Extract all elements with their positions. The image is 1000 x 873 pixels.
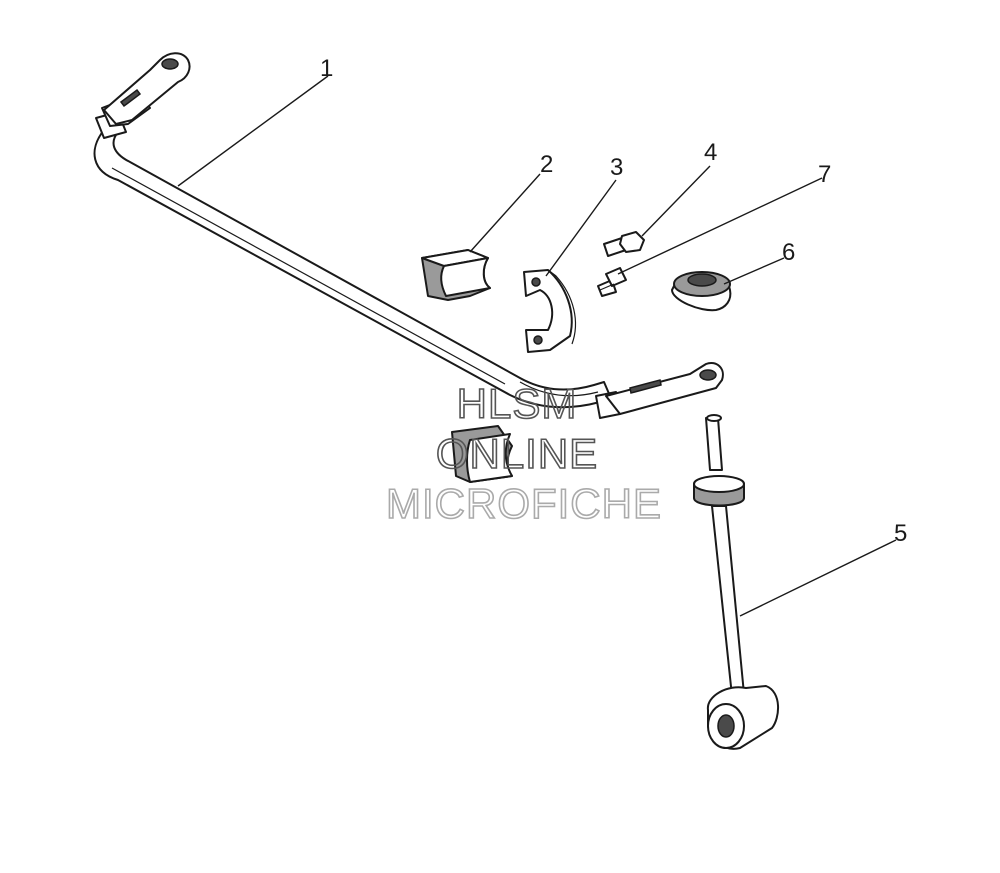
callout-6: 6 bbox=[782, 239, 795, 266]
bushing-upper bbox=[421, 249, 491, 301]
callout-3: 3 bbox=[610, 154, 623, 181]
bushing-lower bbox=[451, 425, 513, 483]
callout-2: 2 bbox=[540, 151, 553, 178]
leader-2 bbox=[469, 173, 541, 253]
watermark-line-3: MICROFICHE bbox=[386, 480, 662, 527]
leader-4 bbox=[641, 165, 711, 237]
leader-lines bbox=[177, 75, 897, 617]
bracket bbox=[523, 269, 577, 353]
leader-6 bbox=[723, 257, 785, 285]
watermark-line-1: HLSM bbox=[457, 380, 578, 427]
grommet bbox=[671, 271, 732, 312]
watermark-line-2: ONLINE bbox=[436, 430, 598, 477]
bolt bbox=[603, 231, 645, 257]
stabilizer-bar bbox=[93, 52, 724, 419]
watermark: HLSM ONLINE MICROFICHE bbox=[385, 379, 662, 528]
leader-1 bbox=[177, 75, 329, 187]
callout-labels: 1 2 3 4 5 6 7 bbox=[320, 55, 907, 547]
callout-1: 1 bbox=[320, 55, 333, 82]
leader-3 bbox=[545, 179, 617, 277]
callout-4: 4 bbox=[704, 139, 717, 166]
stabilizer-link bbox=[693, 414, 779, 750]
callout-7: 7 bbox=[818, 161, 831, 188]
leader-7 bbox=[617, 177, 823, 275]
callout-5: 5 bbox=[894, 520, 907, 547]
leader-5 bbox=[739, 539, 897, 617]
